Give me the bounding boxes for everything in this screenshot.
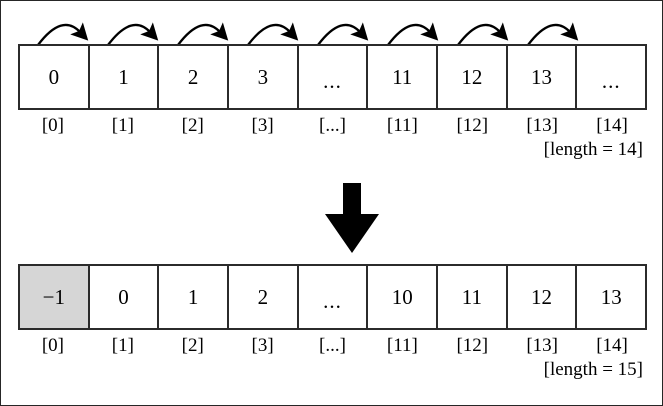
array-cell-inserted: −1 bbox=[20, 266, 90, 328]
array-cell: 2 bbox=[159, 46, 230, 108]
array-cell: 13 bbox=[507, 46, 578, 108]
index-label: [11] bbox=[386, 335, 418, 356]
after-array-cells: −1 0 1 2 ... 10 11 12 13 bbox=[18, 264, 647, 330]
index-label: [0] bbox=[41, 335, 65, 356]
array-cell: 2 bbox=[229, 266, 299, 328]
index-label: [...] bbox=[319, 115, 346, 136]
before-array-cells: 0 1 2 3 ... 11 12 13 ... bbox=[18, 44, 647, 110]
index-label: [2] bbox=[181, 335, 204, 356]
index-label: [0] bbox=[41, 115, 65, 136]
index-label: [13] bbox=[526, 335, 558, 356]
index-label: [14] bbox=[596, 335, 628, 356]
array-cell-ellipsis: ... bbox=[298, 46, 369, 108]
array-cell: 12 bbox=[438, 46, 508, 108]
down-arrow-icon bbox=[325, 183, 379, 253]
array-cell: 13 bbox=[577, 266, 646, 328]
index-label: [3] bbox=[251, 335, 274, 356]
before-array-block: 0 1 2 3 ... 11 12 13 ... [0] [1] [2] [3]… bbox=[18, 44, 647, 161]
index-label: [1] bbox=[111, 335, 134, 356]
index-label: [13] bbox=[526, 115, 558, 136]
index-label: [1] bbox=[111, 115, 134, 136]
array-cell: 10 bbox=[368, 266, 439, 328]
index-label: [...] bbox=[319, 335, 346, 356]
array-cell: 1 bbox=[89, 46, 160, 108]
array-cell-ellipsis: ... bbox=[577, 46, 646, 108]
array-cell: 1 bbox=[159, 266, 230, 328]
index-label: [2] bbox=[181, 115, 204, 136]
index-label: [11] bbox=[386, 115, 418, 136]
after-array-indices: [0] [1] [2] [3] [...] [11] [12] [13] [14… bbox=[18, 335, 647, 357]
index-label: [12] bbox=[456, 335, 489, 356]
before-array-length-label: [length = 14] bbox=[543, 138, 643, 160]
after-array-block: −1 0 1 2 ... 10 11 12 13 [0] [1] [2] [3]… bbox=[18, 264, 647, 381]
before-array-indices: [0] [1] [2] [3] [...] [11] [12] [13] [14… bbox=[18, 115, 647, 137]
index-label: [3] bbox=[251, 115, 274, 136]
array-cell: 0 bbox=[20, 46, 90, 108]
index-label: [12] bbox=[456, 115, 489, 136]
array-cell: 11 bbox=[438, 266, 508, 328]
array-cell: 12 bbox=[507, 266, 578, 328]
array-cell: 0 bbox=[89, 266, 160, 328]
index-label: [14] bbox=[596, 115, 628, 136]
array-cell: 3 bbox=[229, 46, 299, 108]
shift-arrows-group bbox=[37, 22, 579, 46]
array-cell: 11 bbox=[368, 46, 439, 108]
after-array-length-label: [length = 15] bbox=[543, 358, 643, 380]
array-cell-ellipsis: ... bbox=[298, 266, 369, 328]
